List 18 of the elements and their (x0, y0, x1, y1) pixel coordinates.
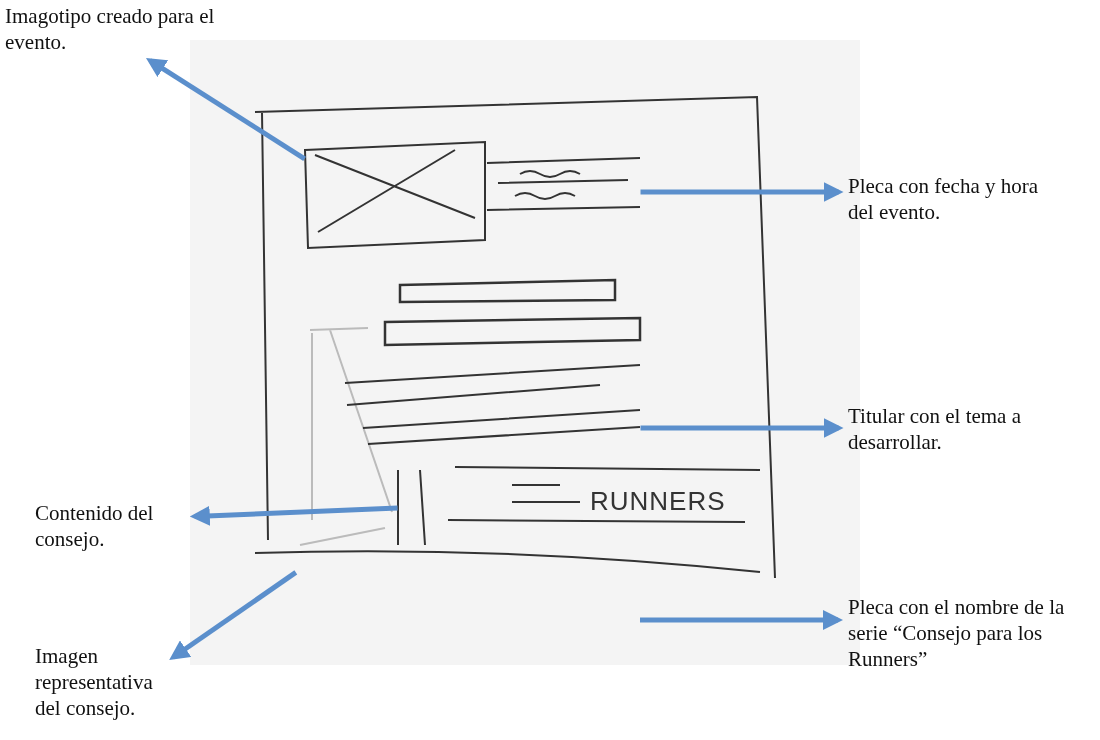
handwritten-text: RUNNERS (590, 486, 726, 517)
annotation-text: Imagen representativa del consejo. (35, 643, 154, 721)
leader-arrow (189, 505, 398, 526)
leader-arrow (146, 57, 306, 161)
leader-arrow (169, 570, 298, 661)
leader-arrow (640, 610, 843, 630)
leader-arrow (640, 418, 844, 438)
annotation-text: Contenido del consejo. (35, 500, 155, 552)
sketch-lines (486, 157, 641, 211)
annotation-text: Pleca con el nombre de la serie “Consejo para los Runners” (848, 594, 1066, 672)
image-placeholder (304, 140, 486, 249)
sketch-lines (397, 469, 426, 546)
annotation-text: Titular con el tema a desarrollar. (848, 403, 1022, 455)
leader-arrow (640, 182, 844, 202)
sketch-lines (254, 550, 761, 573)
annotation-text: Imagotipo creado para el evento. (5, 3, 216, 55)
annotation-text: Pleca con fecha y hora del evento. (848, 173, 1040, 225)
sketch-lines (344, 364, 641, 445)
